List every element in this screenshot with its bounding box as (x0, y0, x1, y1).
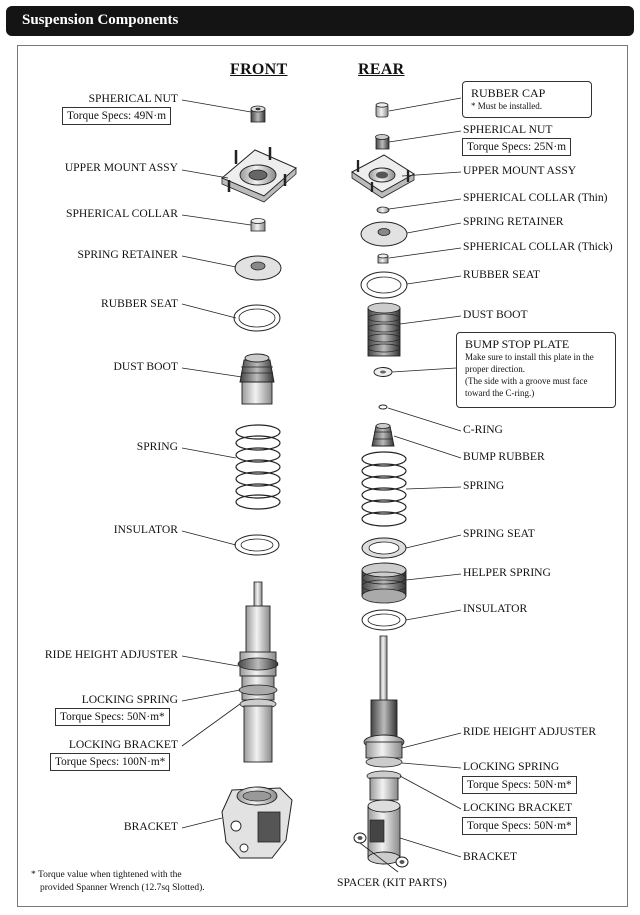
rear-label-locking-spring: LOCKING SPRING (463, 760, 560, 773)
rear-spring-seat (361, 537, 407, 559)
front-rubber-seat (233, 304, 281, 332)
rear-bump-stop-note-4: toward the C-ring.) (465, 388, 535, 398)
rear-bump-stop-plate (373, 367, 393, 377)
front-label-spherical-collar: SPHERICAL COLLAR (66, 207, 178, 220)
rear-label-rubber-cap: RUBBER CAP (471, 86, 546, 100)
footnote-line-1: * Torque value when tightened with the (31, 870, 182, 880)
rear-spherical-collar-thick (377, 253, 389, 264)
front-label-bracket: BRACKET (123, 820, 178, 833)
rear-label-ride-height-adjuster: RIDE HEIGHT ADJUSTER (463, 725, 597, 738)
front-label-spring: SPRING (136, 440, 178, 453)
rear-helper-spring (361, 562, 407, 604)
rear-spherical-nut (375, 134, 390, 150)
rear-label-spacer: SPACER (KIT PARTS) (337, 876, 447, 889)
front-spherical-nut (250, 105, 266, 123)
rear-label-spring-retainer: SPRING RETAINER (463, 215, 564, 228)
front-label-spherical-nut: SPHERICAL NUT (88, 92, 178, 105)
rear-label-spring: SPRING (463, 479, 505, 492)
rear-rubber-seat (360, 271, 408, 299)
rear-label-bump-stop-plate: BUMP STOP PLATE (465, 337, 570, 351)
front-column-title: FRONT (230, 61, 288, 78)
rear-column-title: REAR (358, 61, 405, 78)
rear-bump-stop-note-1: Make sure to install this plate in the (465, 352, 594, 362)
rear-spring (361, 451, 407, 527)
rear-label-insulator: INSULATOR (463, 602, 528, 615)
rear-bump-stop-note-3: (The side with a groove must face (465, 376, 588, 386)
rear-rubber-cap-note: * Must be installed. (471, 101, 542, 111)
rear-label-spherical-collar-thick: SPHERICAL COLLAR (Thick) (463, 240, 613, 253)
front-torque-locking-bracket: Torque Specs: 100N·m* (50, 753, 171, 771)
rear-spherical-collar-thin (376, 206, 390, 214)
rear-rubber-cap-callout: RUBBER CAP * Must be installed. (462, 81, 592, 118)
front-label-upper-mount: UPPER MOUNT ASSY (64, 161, 178, 174)
rear-damper (363, 635, 405, 801)
front-label-spring-retainer: SPRING RETAINER (77, 248, 178, 261)
rear-label-spring-seat: SPRING SEAT (463, 527, 535, 540)
rear-dust-boot (367, 302, 401, 357)
front-torque-spherical-nut: Torque Specs: 49N·m (62, 107, 171, 125)
rear-c-ring (378, 404, 388, 410)
header-bar: Suspension Components (6, 6, 634, 36)
rear-label-bracket: BRACKET (463, 850, 518, 863)
front-label-dust-boot: DUST BOOT (113, 360, 178, 373)
rear-bump-stop-callout: BUMP STOP PLATE Make sure to install thi… (456, 332, 616, 408)
front-damper (237, 581, 279, 763)
footnote-line-2: provided Spanner Wrench (12.7sq Slotted)… (40, 883, 205, 893)
rear-label-bump-rubber: BUMP RUBBER (463, 450, 545, 463)
diagram-frame (17, 45, 628, 907)
rear-label-locking-bracket: LOCKING BRACKET (463, 801, 573, 814)
rear-label-spherical-collar-thin: SPHERICAL COLLAR (Thin) (463, 191, 608, 204)
page-title: Suspension Components (22, 12, 179, 28)
front-spring-retainer (234, 255, 282, 281)
front-upper-mount (221, 147, 297, 203)
rear-bracket (367, 799, 401, 865)
front-label-rubber-seat: RUBBER SEAT (101, 297, 178, 310)
rear-torque-spherical-nut: Torque Specs: 25N·m (462, 138, 571, 156)
rear-upper-mount (351, 154, 415, 199)
front-label-locking-bracket: LOCKING BRACKET (68, 738, 178, 751)
rear-insulator (361, 609, 407, 631)
rear-torque-locking-spring: Torque Specs: 50N·m* (462, 776, 577, 794)
front-spring (235, 424, 281, 510)
leader-lines (181, 97, 462, 873)
rear-label-c-ring: C-RING (463, 423, 503, 436)
rear-spring-retainer (360, 221, 408, 247)
rear-label-spherical-nut: SPHERICAL NUT (463, 123, 553, 136)
front-label-locking-spring: LOCKING SPRING (81, 693, 178, 706)
front-label-ride-height-adjuster: RIDE HEIGHT ADJUSTER (44, 648, 178, 661)
front-torque-locking-spring: Torque Specs: 50N·m* (55, 708, 170, 726)
rear-label-helper-spring: HELPER SPRING (463, 566, 551, 579)
rear-spacer (353, 832, 409, 868)
rear-bump-stop-note-2: proper direction. (465, 364, 525, 374)
front-label-insulator: INSULATOR (113, 523, 178, 536)
rear-label-rubber-seat: RUBBER SEAT (463, 268, 540, 281)
front-bracket (221, 786, 293, 859)
front-dust-boot (239, 353, 275, 405)
rear-rubber-cap (375, 102, 389, 118)
rear-bump-rubber (371, 423, 395, 447)
rear-label-upper-mount: UPPER MOUNT ASSY (463, 164, 577, 177)
front-insulator (234, 534, 280, 556)
rear-label-dust-boot: DUST BOOT (463, 308, 528, 321)
front-spherical-collar (250, 218, 266, 232)
rear-torque-locking-bracket: Torque Specs: 50N·m* (462, 817, 577, 835)
